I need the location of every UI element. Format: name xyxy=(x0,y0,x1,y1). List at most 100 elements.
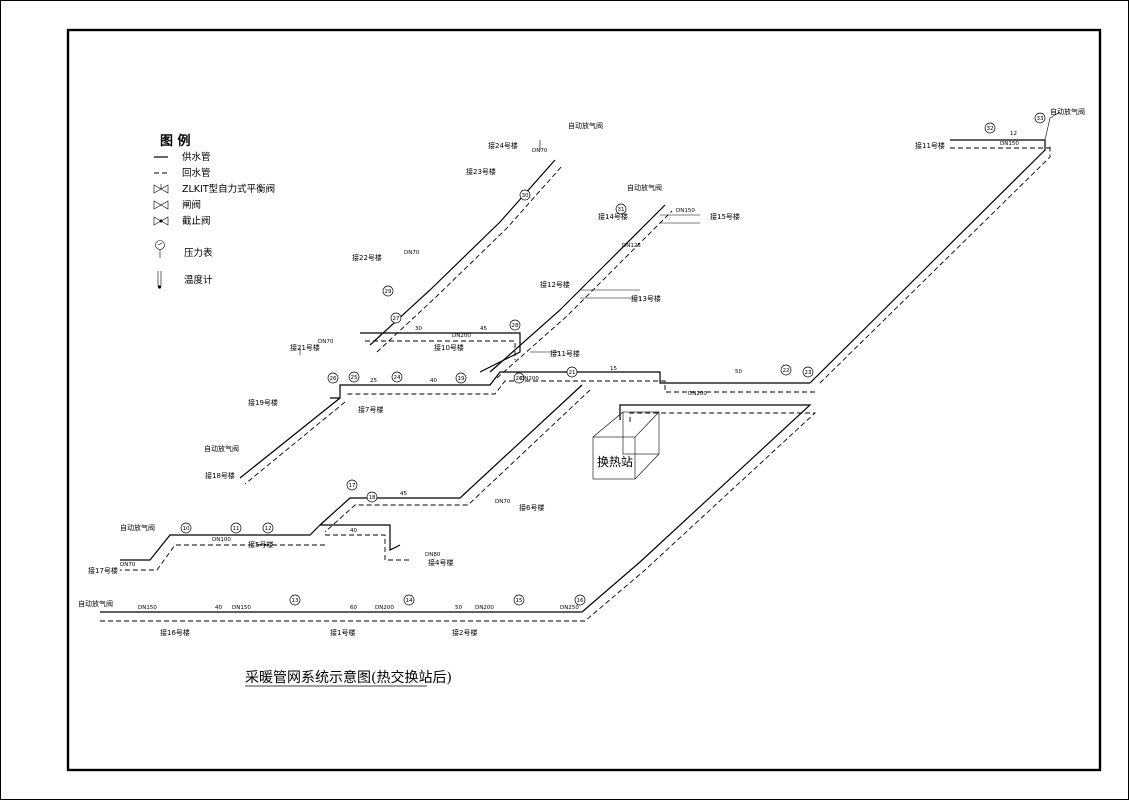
air-vent-label-2: 自动放气阀 xyxy=(120,523,155,532)
node-marker-label: 24 xyxy=(394,375,401,381)
node-marker-label: 20 xyxy=(516,376,523,382)
node-marker-label: 18 xyxy=(369,495,376,501)
node-marker-label: 28 xyxy=(512,323,519,329)
length-label: 45 xyxy=(480,326,487,332)
size-label: DN80 xyxy=(425,552,441,558)
node-marker xyxy=(289,594,301,606)
node-marker xyxy=(366,491,378,503)
globe-valve-icon xyxy=(153,216,169,226)
node-marker-label: 11 xyxy=(233,526,240,532)
node-marker xyxy=(509,319,521,331)
node-marker xyxy=(984,122,996,134)
node-marker-label: 16 xyxy=(577,598,584,604)
air-vent-label-1: 自动放气阀 xyxy=(78,599,113,608)
node-marker-label: 32 xyxy=(987,126,994,132)
legend: 图 例 供水管 回水管 ZLKIT型自力式平衡阀 闸阀 截止阀 压力表 xyxy=(153,133,275,289)
legend-gate-valve: 闸阀 xyxy=(182,199,201,211)
node-marker-label: 22 xyxy=(783,368,790,374)
length-label: 60 xyxy=(350,605,357,611)
node-marker xyxy=(519,189,531,201)
label-building-7: 接7号楼 xyxy=(358,405,383,414)
node-marker xyxy=(513,372,525,384)
label-building-5: 接5号楼 xyxy=(248,540,273,549)
legend-supply: 供水管 xyxy=(182,151,211,163)
node-marker xyxy=(574,594,586,606)
air-vent-label-4: 自动放气阀 xyxy=(568,121,603,130)
label-building-24: 接24号楼 xyxy=(488,141,518,150)
balance-valve-icon xyxy=(153,184,169,194)
size-label: DN125 xyxy=(622,243,641,249)
building-labels: 接16号楼 接1号楼 接2号楼 接17号楼 接5号楼 接4号楼 接6号楼 接18… xyxy=(88,141,945,637)
branch-17-return xyxy=(120,544,325,571)
branch-10-supply xyxy=(360,332,521,373)
length-label: 40 xyxy=(215,605,222,611)
pressure-gauge-icon xyxy=(155,240,165,258)
label-building-2: 接2号楼 xyxy=(452,628,477,637)
node-marker xyxy=(566,366,578,378)
length-label: 45 xyxy=(400,491,407,497)
node-marker xyxy=(180,522,192,534)
size-label: DN200 xyxy=(475,605,494,611)
label-building-22: 接22号楼 xyxy=(352,253,382,262)
length-label: 50 xyxy=(735,369,742,375)
legend-title: 图 例 xyxy=(160,133,191,149)
label-building-14: 接14号楼 xyxy=(598,212,628,221)
size-label: DN200 xyxy=(375,605,394,611)
legend-balance-valve: ZLKIT型自力式平衡阀 xyxy=(182,183,275,195)
diag-upper-mid-return xyxy=(496,210,673,379)
node-marker xyxy=(382,285,394,297)
size-label: DN200 xyxy=(688,391,707,397)
label-building-10: 接10号楼 xyxy=(434,343,464,352)
node-marker xyxy=(262,522,274,534)
air-vent-right xyxy=(1044,111,1061,141)
length-label: 40 xyxy=(430,378,437,384)
label-building-11-right: 接11号楼 xyxy=(915,141,945,150)
legend-pressure-gauge: 压力表 xyxy=(184,247,213,259)
node-marker-label: 26 xyxy=(330,376,337,382)
branch-17-supply xyxy=(120,524,321,561)
node-marker-label: 31 xyxy=(618,207,625,213)
label-building-11-mid: 接11号楼 xyxy=(550,349,580,358)
size-label: DN150 xyxy=(232,605,251,611)
node-marker-label: 15 xyxy=(516,598,523,604)
air-vent-label-6: 自动放气阀 xyxy=(1050,107,1085,116)
label-building-1: 接1号楼 xyxy=(330,628,355,637)
thermometer-icon xyxy=(157,271,162,289)
node-marker xyxy=(230,522,242,534)
label-building-15: 接15号楼 xyxy=(710,212,740,221)
length-label: 40 xyxy=(350,528,357,534)
branch-4-supply xyxy=(320,524,401,551)
node-marker xyxy=(348,371,360,383)
node-marker-label: 33 xyxy=(1037,116,1044,122)
size-label: DN200 xyxy=(452,333,471,339)
middle-main-return xyxy=(345,380,815,395)
length-label: 50 xyxy=(455,605,462,611)
heat-exchange-station: 换热站 xyxy=(592,411,660,480)
diag-upper-left-return xyxy=(376,165,563,353)
diagram-title: 采暖管网系统示意图(热交换站后) xyxy=(245,669,452,686)
node-marker-label: 30 xyxy=(522,193,529,199)
node-marker xyxy=(327,372,339,384)
node-marker xyxy=(403,594,415,606)
diag-left-supply xyxy=(239,397,341,479)
size-label: DN150 xyxy=(676,208,695,214)
diag-lower-return xyxy=(324,389,591,533)
right-diagonal-supply xyxy=(809,140,1046,384)
size-label: DN100 xyxy=(212,537,231,543)
node-marker-label: 13 xyxy=(292,598,299,604)
node-marker xyxy=(391,371,403,383)
size-label: DN70 xyxy=(495,499,511,505)
bottom-main-return xyxy=(100,412,817,622)
segment-length-labels: 40 60 50 50 15 25 40 45 40 30 45 12 xyxy=(215,131,1017,611)
node-marker-label: 14 xyxy=(406,598,413,604)
legend-globe-valve: 截止阀 xyxy=(182,215,211,227)
branch-10-return xyxy=(365,340,516,360)
pipe-network xyxy=(100,111,1061,622)
node-marker-label: 12 xyxy=(265,526,272,532)
node-marker xyxy=(615,203,627,215)
node-marker xyxy=(1034,112,1046,124)
node-marker-label: 25 xyxy=(351,375,358,381)
gate-valve-icon xyxy=(153,200,169,210)
